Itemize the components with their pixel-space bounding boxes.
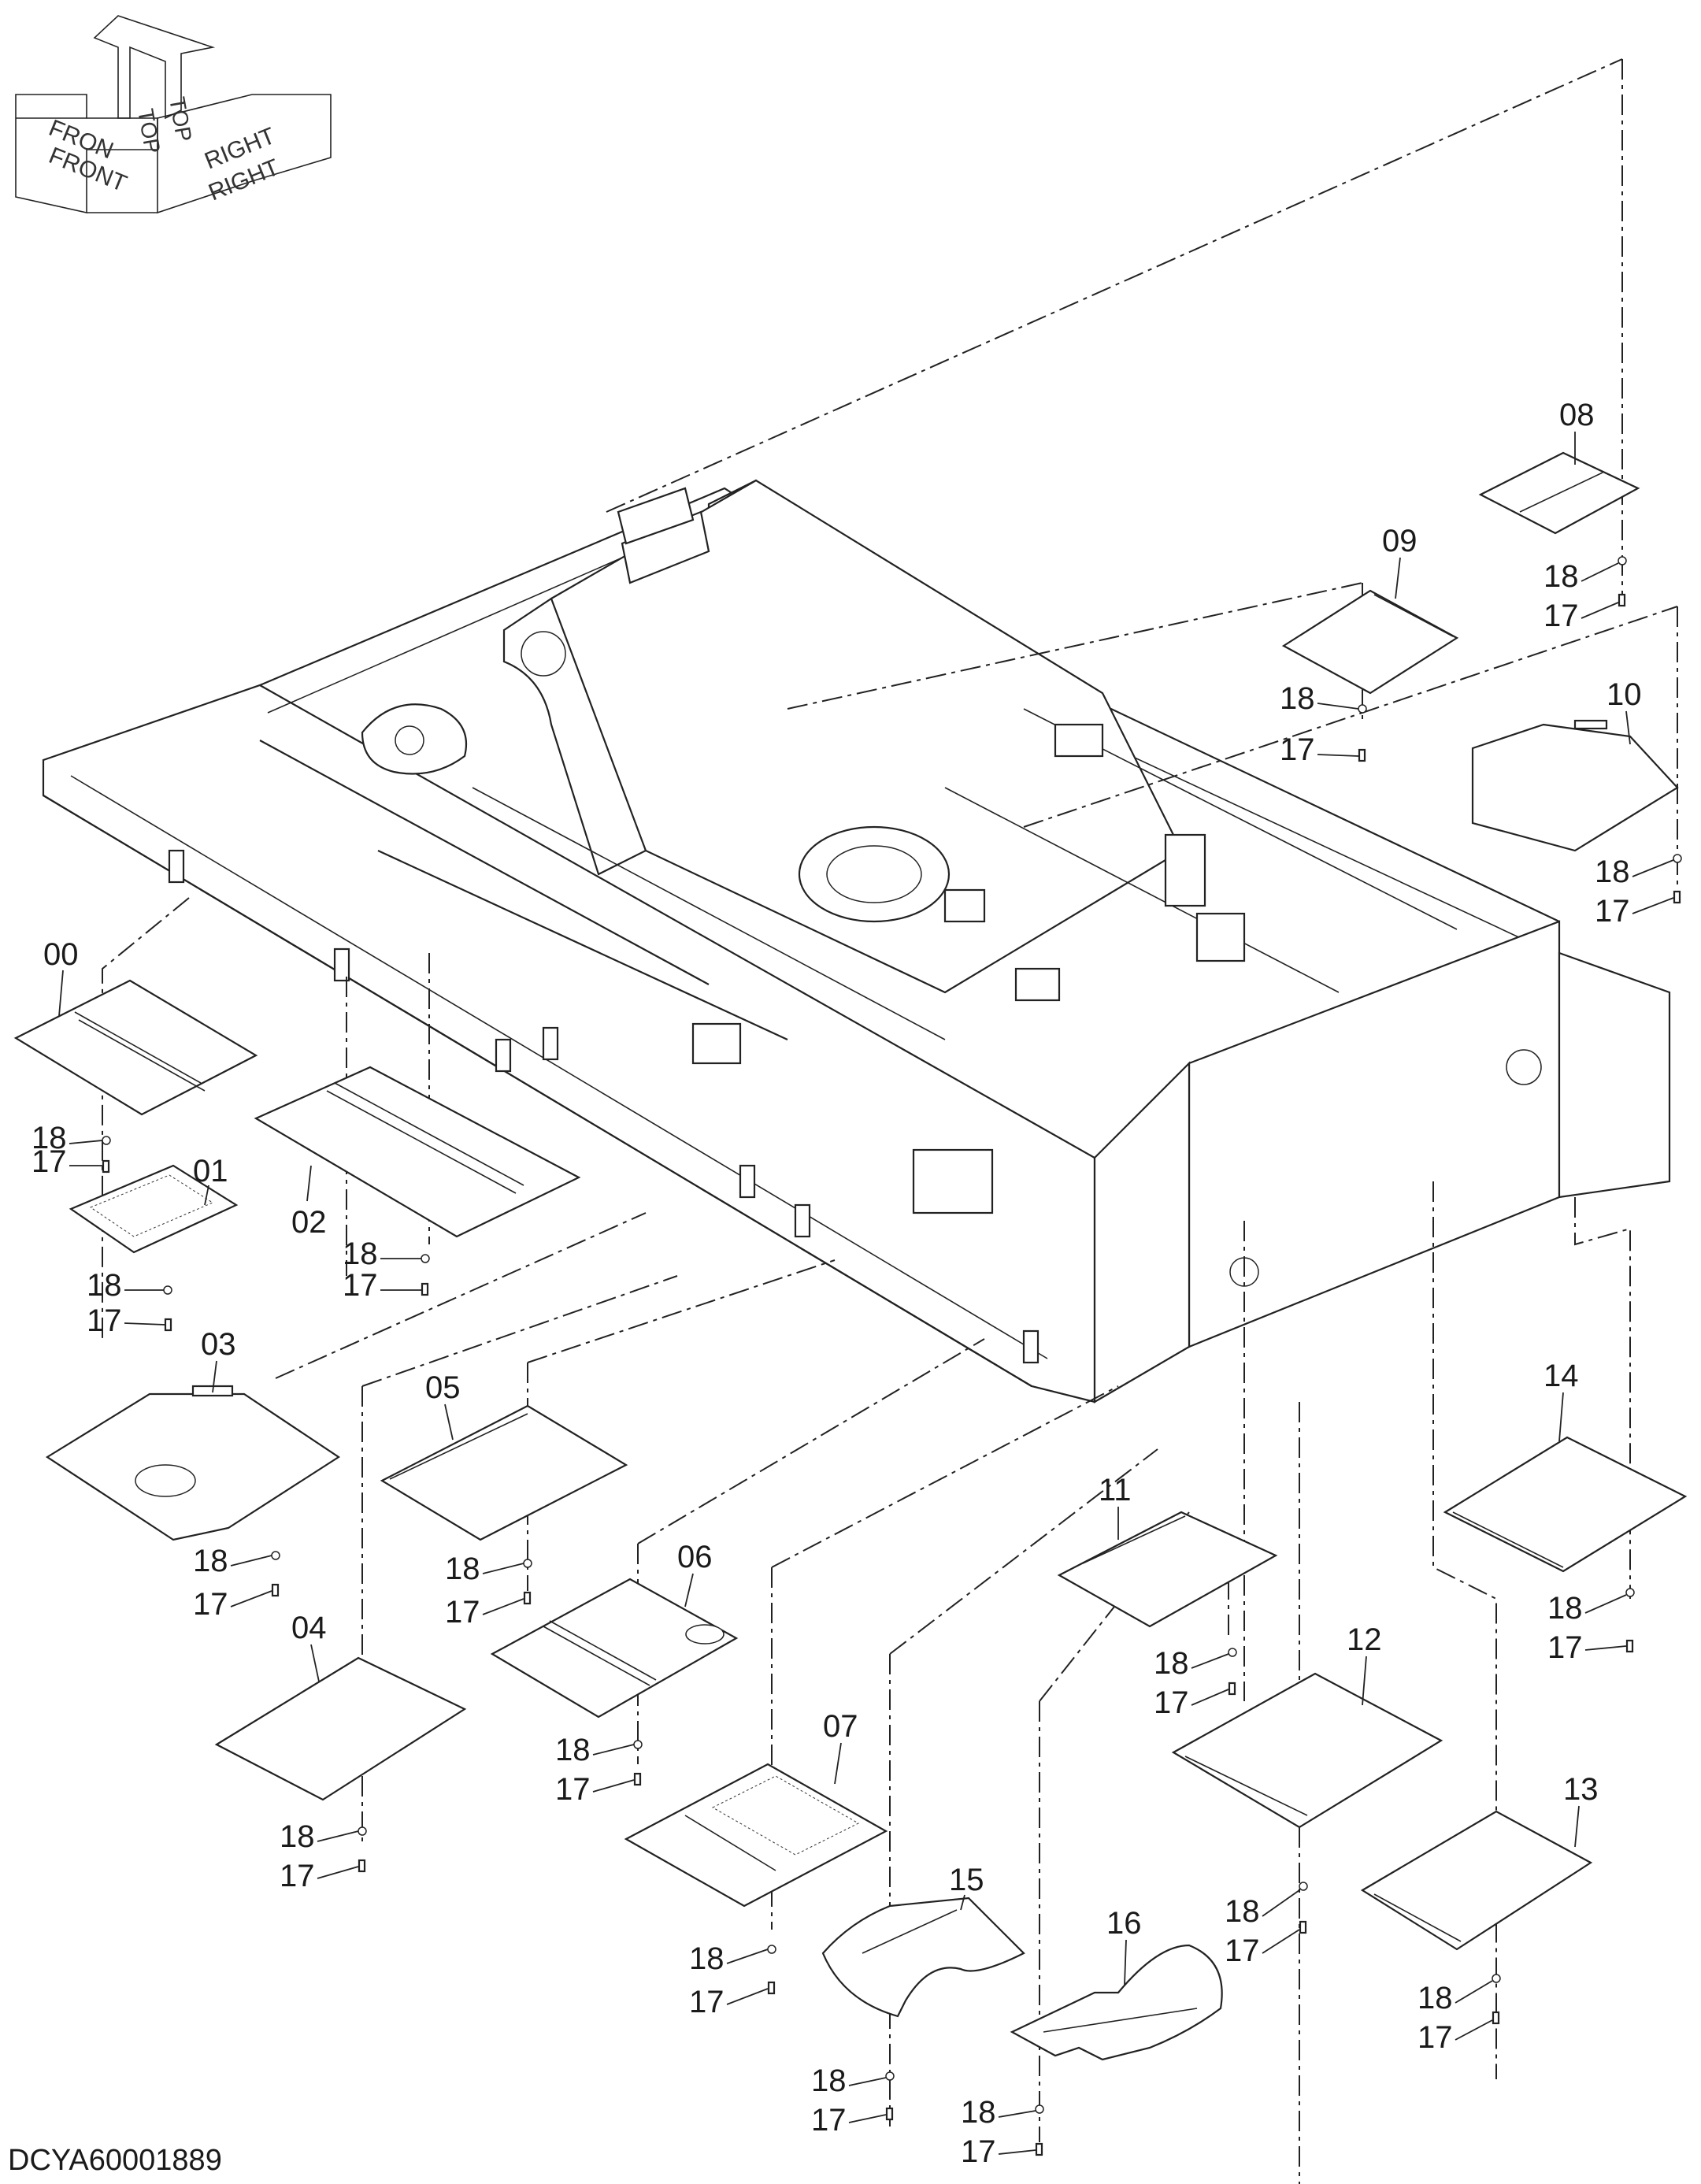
cover-plate-04 (214, 1656, 467, 1801)
cover-plate-12 (1171, 1672, 1443, 1829)
fastener-group-01: 18 17 (87, 1268, 172, 1338)
washer-label: 18 (1595, 855, 1630, 889)
callout-07: 07 (823, 1709, 858, 1744)
fastener-callouts: 18 17 18 17 18 17 18 17 18 17 (32, 556, 1682, 2169)
cover-plate-03 (45, 1385, 341, 1541)
fastener-group-10: 18 17 (1595, 854, 1682, 929)
projection-lines (102, 58, 1678, 2184)
cover-plate-15 (821, 1897, 1025, 2018)
callout-15: 15 (949, 1863, 984, 1897)
fastener-group-05: 18 17 (445, 1552, 532, 1630)
callout-08: 08 (1559, 398, 1595, 432)
bolt-label: 17 (193, 1587, 228, 1622)
washer-label: 18 (1418, 1981, 1453, 2015)
cover-plate-10 (1471, 719, 1679, 852)
document-id: DCYA60001889 (8, 2144, 222, 2177)
fastener-group-02: 18 17 (343, 1237, 430, 1303)
callout-02: 02 (291, 1205, 327, 1240)
callout-10: 10 (1606, 677, 1642, 712)
washer-label: 18 (689, 1941, 724, 1976)
washer-label: 18 (445, 1552, 480, 1586)
callout-13: 13 (1563, 1772, 1599, 1807)
cover-plate-08 (1478, 451, 1640, 535)
bolt-label: 17 (343, 1268, 378, 1303)
bolt-label: 17 (1544, 599, 1579, 633)
callout-00: 00 (43, 937, 79, 972)
washer-label: 18 (555, 1733, 591, 1767)
washer-label: 18 (1547, 1591, 1583, 1626)
orientation-indicator-icon: FRON FRONT TOP TOP RIGHT RIGHT (15, 15, 332, 214)
cover-plate-11 (1057, 1511, 1278, 1628)
bolt-label: 17 (811, 2103, 847, 2138)
washer-label: 18 (1154, 1646, 1189, 1681)
washer-label: 18 (87, 1268, 122, 1303)
washer-label: 18 (343, 1237, 378, 1271)
fastener-group-12: 18 17 (1225, 1882, 1308, 1968)
fastener-group-11: 18 17 (1154, 1646, 1237, 1720)
cover-plate-14 (1443, 1436, 1688, 1573)
washer-label: 18 (1280, 681, 1315, 716)
callout-03: 03 (201, 1327, 236, 1362)
callout-11: 11 (1099, 1473, 1132, 1507)
callout-16: 16 (1106, 1906, 1142, 1941)
washer-label: 18 (32, 1121, 67, 1155)
fastener-group-09: 18 17 (1280, 681, 1367, 767)
cover-plates (13, 451, 1688, 2061)
cover-plate-01 (69, 1164, 239, 1254)
orientation-top-label-b: TOP (165, 95, 196, 144)
fastener-group-15: 18 17 (811, 2063, 895, 2138)
bolt-label: 17 (1225, 1934, 1260, 1968)
bolt-label: 17 (1280, 732, 1315, 767)
cover-plate-02 (254, 1066, 581, 1238)
fastener-group-03: 18 17 (193, 1544, 280, 1622)
fastener-group-07: 18 17 (689, 1941, 776, 2019)
bolt-label: 17 (961, 2134, 996, 2169)
bolt-label: 17 (1547, 1630, 1583, 1665)
cover-plate-09 (1281, 589, 1459, 695)
washer-label: 18 (1544, 559, 1579, 594)
bolt-label: 17 (445, 1595, 480, 1630)
washer-label: 18 (961, 2095, 996, 2130)
cover-plate-13 (1360, 1810, 1593, 1951)
cover-plate-06 (490, 1578, 739, 1719)
fastener-group-08: 18 17 (1544, 556, 1627, 633)
bolt-label: 17 (280, 1859, 315, 1893)
callout-12: 12 (1347, 1622, 1382, 1657)
callout-06: 06 (677, 1540, 713, 1574)
fastener-group-16: 18 17 (961, 2095, 1044, 2169)
bolt-label: 17 (1154, 1685, 1189, 1720)
cover-plate-16 (1010, 1944, 1223, 2061)
cover-plate-07 (624, 1763, 888, 1908)
bolt-label: 17 (689, 1985, 724, 2019)
washer-label: 18 (193, 1544, 228, 1578)
fastener-group-00: 18 17 (32, 1121, 111, 1179)
bolt-label: 17 (32, 1144, 67, 1179)
washer-label: 18 (1225, 1894, 1260, 1929)
fastener-group-14: 18 17 (1547, 1588, 1635, 1665)
orientation-top-label-a: TOP (133, 107, 165, 156)
callout-05: 05 (425, 1370, 461, 1405)
callout-14: 14 (1544, 1359, 1579, 1393)
part-callouts: 00 01 02 03 04 05 06 07 08 09 10 11 12 1… (43, 398, 1642, 1986)
cover-plate-05 (380, 1404, 628, 1541)
bolt-label: 17 (1418, 2020, 1453, 2055)
callout-01: 01 (193, 1154, 228, 1188)
fastener-group-04: 18 17 (280, 1819, 367, 1893)
washer-label: 18 (280, 1819, 315, 1854)
bolt-label: 17 (87, 1303, 122, 1338)
cover-plate-00 (13, 979, 258, 1116)
callout-04: 04 (291, 1611, 327, 1645)
bolt-label: 17 (1595, 894, 1630, 929)
bolt-label: 17 (555, 1772, 591, 1807)
upper-frame-assembly (42, 479, 1671, 1403)
callout-09: 09 (1382, 524, 1418, 558)
fastener-group-06: 18 17 (555, 1733, 643, 1807)
washer-label: 18 (811, 2063, 847, 2098)
fastener-group-13: 18 17 (1418, 1974, 1501, 2055)
